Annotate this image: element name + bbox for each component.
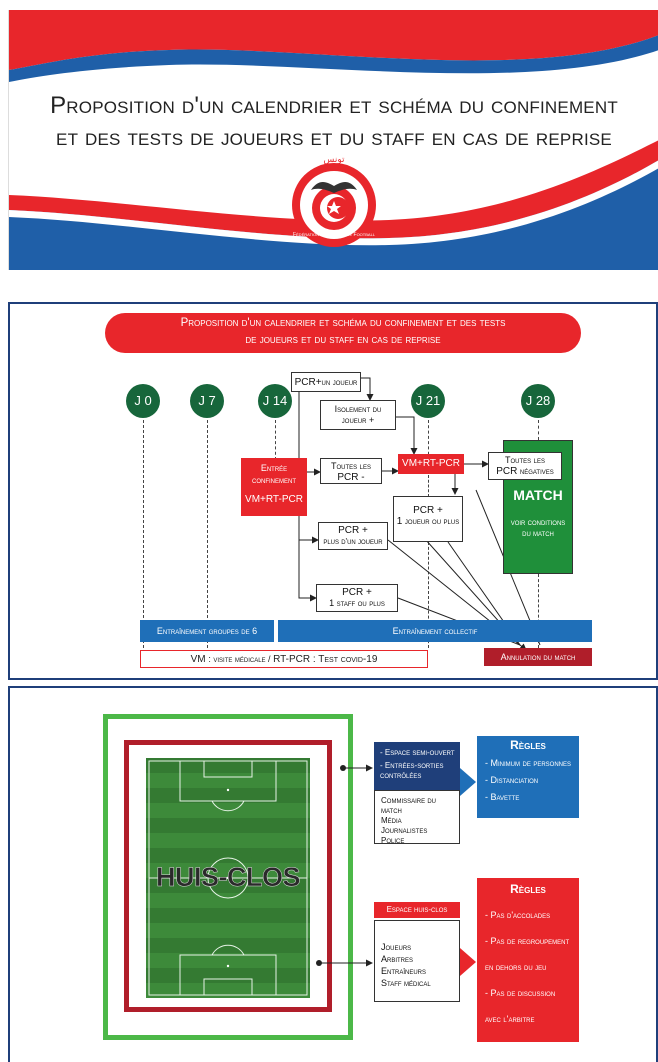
legend-vm: VM [190,654,206,665]
entree-line2: confinement [252,475,296,485]
match-line2: du match [522,529,554,538]
day-j14: J 14 [258,384,292,418]
ftf-logo: تونس Fédération Tunisienne de Football [289,154,379,250]
pcr-plus-dun-joueur-box: PCR + plus d'un joueur [318,522,388,550]
schema-banner: Proposition d'un calendrier et schéma du… [105,313,581,353]
regle-1-item-3: - Bavette [485,792,520,802]
regles-1-title: Règles [510,738,546,752]
zone-huis-clos-frame [124,740,332,1012]
timeline-j21-top [428,420,429,460]
timeline-j28-top [538,420,539,440]
day-j7: J 7 [190,384,224,418]
regles-2-title: Règles [510,882,546,896]
day-j28: J 28 [521,384,555,418]
pcr-joueur-ou-plus-b: joueur ou plus [404,516,460,526]
huis-clos-person-2: Arbitres [381,954,414,964]
semi-ouvert-person-2: Média [381,816,402,825]
pcr-staff-b: staff ou plus [336,598,385,608]
huis-clos-person-4: Staff médical [381,978,431,988]
timeline-j21-mid [428,475,429,497]
regle-2-item-3: en dehors du jeu [485,962,547,972]
match-line1: voir conditions [510,518,566,527]
pcr-joueur-ou-plus-box: PCR + 1 joueur ou plus [393,496,463,542]
espace-semi-ouvert-box: - Espace semi-ouvert - Entrées-sorties c… [374,742,460,790]
pcr-un-joueur-a: PCR+ [294,377,322,388]
isolement-box: Isolement du joueur + [320,400,396,430]
logo-arabic-text: تونس [323,154,345,164]
huis-clos-person-1: Joueurs [381,942,412,952]
pcr-negatives-overlay-b: négatives [519,466,554,476]
huis-clos-label: HUIS-CLOS [156,862,301,893]
zone-semi-ouvert-frame [103,714,353,1040]
regle-2-item-5: avec l'arbitre [485,1014,535,1024]
pcr-staff-line1: PCR + [342,587,372,598]
pcr-un-joueur-box: PCR+un joueur [291,372,361,392]
timeline-j7 [207,420,208,648]
pcr-plus-dun-joueur-line1: PCR + [338,525,368,536]
regle-2-item-1: - Pas d'accolades [485,910,551,920]
entrainement-groupes-bar: Entraînement groupes de 6 [140,620,274,642]
schema-banner-line1: Proposition d'un calendrier et schéma du… [180,317,506,329]
legend-rtpcr-desc: : Test covid-19 [312,654,378,665]
toutes-pcr-moins-line2: PCR - [337,472,365,483]
header-title-line1: Proposition d'un calendrier et schéma du… [50,92,618,119]
isolement-line2: joueur + [341,415,375,425]
legend-vm-desc: : visite médicale / [208,654,274,664]
header-waves [9,10,658,270]
entree-line3: VM+RT-PCR [245,494,303,505]
entree-line1: Entrée [260,463,288,473]
semi-ouvert-line2: - Entrées-sorties contrôlées [380,761,444,780]
pcr-joueur-ou-plus-line1: PCR + [413,505,443,516]
legend-rtpcr: RT-PCR [273,654,311,665]
day-j21: J 21 [411,384,445,418]
day-j0: J 0 [126,384,160,418]
semi-ouvert-person-4: Police [381,836,405,845]
toutes-pcr-negatives-overlay: Toutes les PCR négatives [488,452,562,480]
pcr-negatives-overlay-a: PCR [496,466,518,477]
regle-1-item-2: - Distanciation [485,775,539,785]
huis-clos-person-3: Entraîneurs [381,966,427,976]
entrainement-collectif-bar: Entraînement collectif [278,620,592,642]
timeline-j14 [275,420,276,460]
pcr-negatives-overlay-line1: Toutes les [504,455,545,465]
isolement-line1: Isolement du [334,404,382,414]
semi-ouvert-person-1: Commissaire du match [381,796,437,815]
football-pitch [146,758,310,998]
header-title-line2: et des tests de joueurs et du staff en c… [56,124,612,151]
logo-caption: Fédération Tunisienne de Football [292,232,376,238]
legend-box: VM : visite médicale / RT-PCR : Test cov… [140,650,428,668]
match-title: MATCH [513,487,563,503]
pcr-un-joueur-b: un joueur [321,377,358,387]
pcr-joueur-ou-plus-a: 1 [396,516,403,527]
semi-ouvert-people-box: Commissaire du match Média Journalistes … [374,790,460,845]
vm-rt-pcr-box: VM+RT-PCR [398,454,464,474]
semi-ouvert-line1: - Espace semi-ouvert [380,748,455,757]
regles-huis-clos-box: Règles - Pas d'accolades - Pas de regrou… [477,878,579,1042]
pcr-staff-a: 1 [329,598,335,608]
regle-2-item-4: - Pas de discussion [485,988,556,998]
pcr-staff-box: PCR + 1 staff ou plus [316,584,398,612]
regle-2-item-2: - Pas de regroupement [485,936,570,946]
annulation-match-box: Annulation du match [484,648,592,666]
schema-banner-line2: de joueurs et du staff en cas de reprise [245,334,441,346]
espace-huis-clos-label: Espace huis-clos [374,902,460,918]
semi-ouvert-person-3: Journalistes [381,826,428,835]
regle-1-item-1: - Minimum de personnes [485,758,572,768]
pcr-plus-dun-joueur-line2: plus d'un joueur [323,537,383,546]
timeline-j0 [143,420,144,648]
toutes-pcr-moins-line1: Toutes les [330,461,371,471]
header-banner: Proposition d'un calendrier et schéma du… [8,10,658,270]
entree-confinement-box: Entrée confinement VM+RT-PCR [241,458,307,516]
regles-semi-ouvert-box: Règles - Minimum de personnes - Distanci… [477,736,579,818]
toutes-pcr-moins-box: Toutes les PCR - [320,458,382,484]
huis-clos-people-box: Joueurs Arbitres Entraîneurs Staff médic… [374,920,460,1002]
